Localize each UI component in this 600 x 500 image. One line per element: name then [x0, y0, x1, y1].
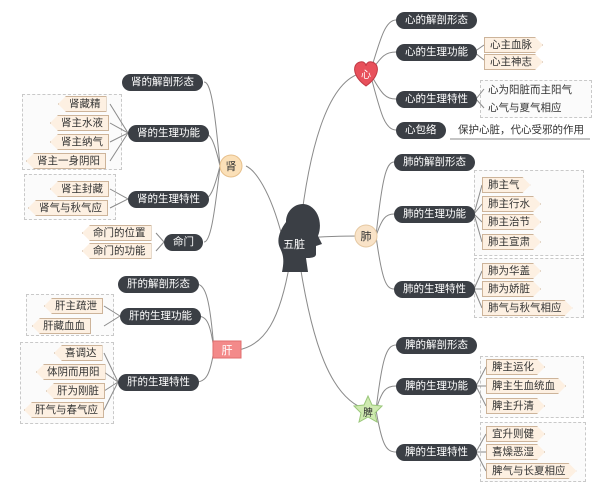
- heart-function-item[interactable]: 心主血脉: [484, 37, 543, 53]
- liver-node[interactable]: 肝: [221, 344, 233, 357]
- spleen-trait-item[interactable]: 脾气与长夏相应: [486, 463, 577, 479]
- heart-traits-node[interactable]: 心的生理特性: [396, 91, 477, 108]
- lung-node[interactable]: 肺: [360, 230, 372, 243]
- heart-traits-group: [480, 80, 592, 118]
- liver-traits-node[interactable]: 肝的生理特性: [118, 374, 199, 391]
- liver-trait-item[interactable]: 体阴而用阳: [36, 364, 106, 380]
- pericardium-desc: 保护心脏，代心受邪的作用: [458, 124, 584, 137]
- liver-function-node[interactable]: 肝的生理功能: [120, 308, 201, 325]
- spleen-function-node[interactable]: 脾的生理功能: [396, 378, 477, 395]
- kidney-trait-item[interactable]: 肾气与秋气应: [28, 200, 108, 216]
- lung-trait-item[interactable]: 肺气与秋气相应: [482, 300, 573, 316]
- liver-trait-item[interactable]: 喜调达: [54, 345, 103, 361]
- spleen-node[interactable]: 脾: [363, 407, 373, 419]
- spleen-traits-node[interactable]: 脾的生理特性: [396, 444, 477, 461]
- liver-anatomy-node[interactable]: 肝的解剖形态: [118, 276, 199, 293]
- lung-function-item[interactable]: 肺主行水: [482, 196, 541, 212]
- kidney-trait-item[interactable]: 肾主封藏: [50, 181, 109, 197]
- heart-function-node[interactable]: 心的生理功能: [396, 44, 477, 61]
- lung-anatomy-node[interactable]: 肺的解剖形态: [394, 154, 475, 171]
- lung-trait-item[interactable]: 肺为娇脏: [482, 281, 541, 297]
- heart-trait-item[interactable]: 心气与夏气相应: [488, 102, 562, 115]
- kidney-function-item[interactable]: 肾主纳气: [50, 134, 109, 150]
- spleen-function-item[interactable]: 脾主运化: [486, 359, 545, 375]
- lung-function-node[interactable]: 肺的生理功能: [394, 206, 475, 223]
- kidney-anatomy-node[interactable]: 肾的解剖形态: [122, 74, 203, 91]
- liver-trait-item[interactable]: 肝为刚脏: [46, 383, 105, 399]
- lung-trait-item[interactable]: 肺为华盖: [482, 263, 541, 279]
- mingmen-item[interactable]: 命门的位置: [82, 225, 152, 241]
- spleen-anatomy-node[interactable]: 脾的解剖形态: [396, 337, 477, 354]
- heart-function-item[interactable]: 心主神志: [484, 54, 543, 70]
- kidney-traits-node[interactable]: 肾的生理特性: [128, 191, 209, 208]
- kidney-function-item[interactable]: 肾主一身阴阳: [26, 153, 106, 169]
- lung-function-item[interactable]: 肺主治节: [482, 214, 541, 230]
- liver-function-item[interactable]: 肝主疏泄: [44, 298, 103, 314]
- lung-function-item[interactable]: 肺主气: [482, 177, 531, 193]
- heart-node[interactable]: 心: [361, 69, 371, 81]
- mingmen-node[interactable]: 命门: [164, 234, 203, 251]
- liver-trait-item[interactable]: 肝气与春气应: [24, 402, 104, 418]
- spleen-trait-item[interactable]: 喜燥恶湿: [486, 444, 545, 460]
- spleen-function-item[interactable]: 脾主升清: [486, 398, 545, 414]
- spleen-trait-item[interactable]: 宜升则健: [486, 426, 545, 442]
- kidney-function-node[interactable]: 肾的生理功能: [128, 125, 209, 142]
- heart-trait-item[interactable]: 心为阳脏而主阳气: [488, 84, 572, 97]
- liver-function-item[interactable]: 肝藏血血: [32, 318, 91, 334]
- kidney-node[interactable]: 肾: [225, 160, 237, 173]
- heart-anatomy-node[interactable]: 心的解剖形态: [396, 12, 477, 29]
- kidney-function-item[interactable]: 肾主水液: [50, 115, 109, 131]
- lung-traits-node[interactable]: 肺的生理特性: [394, 281, 475, 298]
- spleen-function-item[interactable]: 脾主生血统血: [486, 378, 566, 394]
- lung-function-item[interactable]: 肺主宣肃: [482, 234, 541, 250]
- mingmen-item[interactable]: 命门的功能: [82, 243, 152, 259]
- kidney-function-item[interactable]: 肾藏精: [58, 96, 107, 112]
- pericardium-node[interactable]: 心包络: [396, 122, 446, 139]
- center-label: 五脏: [283, 238, 305, 251]
